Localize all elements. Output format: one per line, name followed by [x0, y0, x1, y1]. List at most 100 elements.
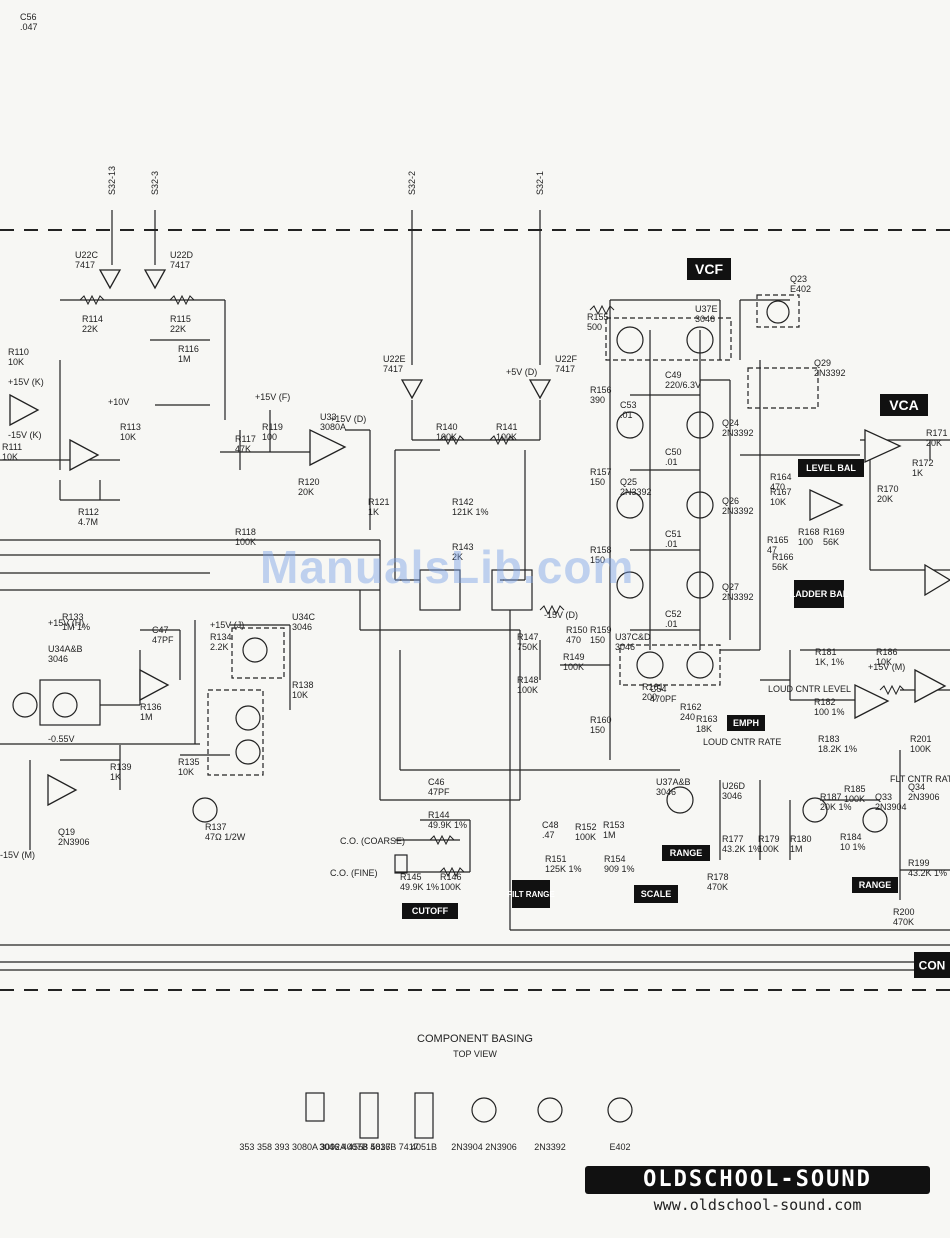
component-ref: R154: [604, 854, 626, 864]
component-value: 2N3392: [722, 592, 754, 602]
component-ref: R143: [452, 542, 474, 552]
component-ref: U37E: [695, 304, 718, 314]
component-ref: R114: [82, 314, 103, 324]
basing-title: COMPONENT BASING: [417, 1033, 533, 1045]
component-value: 1K: [368, 507, 379, 517]
component-ref: R138: [292, 680, 314, 690]
component-value: .01: [620, 410, 633, 420]
supply-rail-label: +5V (D): [506, 367, 537, 377]
svg-text:EMPH: EMPH: [733, 718, 759, 728]
component-ref: C49: [665, 370, 682, 380]
component-value: 150: [590, 635, 605, 645]
component-value: 3046: [48, 654, 68, 664]
component-ref: R199: [908, 858, 930, 868]
component-ref: R178: [707, 872, 729, 882]
supply-rail-label: +10V: [108, 397, 129, 407]
component-value: 100: [262, 432, 277, 442]
component-value: 2N3392: [814, 368, 846, 378]
component-value: 100K: [436, 432, 457, 442]
component-value: 3046: [292, 622, 312, 632]
component-ref: R170: [877, 484, 899, 494]
component-value: 10K: [8, 357, 24, 367]
component-value: .01: [665, 457, 678, 467]
fine-cutoff-label: C.O. (FINE): [330, 868, 378, 878]
component-ref: C53: [620, 400, 637, 410]
component-value: 49.9K 1%: [428, 820, 467, 830]
component-value: 10K: [292, 690, 308, 700]
component-value: 100K: [758, 844, 779, 854]
component-value: 150: [590, 555, 605, 565]
vca-tag: VCA: [880, 394, 928, 416]
emph-tag: EMPH: [727, 715, 765, 731]
component-ref: C48: [542, 820, 559, 830]
component-ref: Q25: [620, 477, 637, 487]
component-value: 47PF: [152, 635, 174, 645]
component-ref: R185: [844, 784, 866, 794]
component-ref: R117: [235, 434, 256, 444]
range-tag-right: RANGE: [852, 877, 898, 893]
component-ref: C50: [665, 447, 682, 457]
component-value: 20K: [926, 438, 942, 448]
component-ref: R169: [823, 527, 845, 537]
component-value: 1K: [912, 468, 923, 478]
component-value: 56K: [823, 537, 839, 547]
component-value: 3046: [722, 791, 742, 801]
supply-rail-label: -15V (M): [0, 850, 35, 860]
supply-rail-label: +15V (H): [48, 618, 84, 628]
component-ref: R158: [590, 545, 612, 555]
component-value: 43.2K 1%: [722, 844, 761, 854]
component-ref: Q23: [790, 274, 807, 284]
component-value: 2K: [452, 552, 463, 562]
component-ref: R149: [563, 652, 585, 662]
component-value: 100K: [575, 832, 596, 842]
transistor-symbols: [12, 300, 888, 833]
basing-outlines: [305, 1092, 633, 1139]
component-ref: R183: [818, 734, 840, 744]
component-ref: C51: [665, 529, 682, 539]
component-ref: R111: [2, 442, 22, 452]
component-ref: R136: [140, 702, 162, 712]
component-ref: C52: [665, 609, 682, 619]
component-value: 1M: [790, 844, 803, 854]
component-value: 2N3906: [908, 792, 940, 802]
component-ref: U22F: [555, 354, 578, 364]
ladder-bal-tag: LADDER BAL: [790, 580, 849, 608]
component-ref: Q19: [58, 827, 75, 837]
component-ref: R157: [590, 467, 612, 477]
component-ref: R161: [642, 682, 664, 692]
component-ref: R171: [926, 428, 948, 438]
component-value: 100 1%: [814, 707, 845, 717]
component-value: 1M: [140, 712, 153, 722]
cutoff-tag: CUTOFF: [402, 903, 458, 919]
component-ref: R112: [78, 507, 99, 517]
component-ref: R186: [876, 647, 898, 657]
component-value: 3046: [695, 314, 715, 324]
component-value: 100K: [496, 432, 517, 442]
component-ref: U34C: [292, 612, 316, 622]
component-ref: R201: [910, 734, 932, 744]
component-value: 100K: [563, 662, 584, 672]
component-value: 22K: [170, 324, 186, 334]
component-value: .047: [20, 22, 38, 32]
component-ref: R144: [428, 810, 450, 820]
loud-cntr-level-label: LOUD CNTR LEVEL: [768, 684, 851, 694]
component-value: 100: [798, 537, 813, 547]
component-ref: R151: [545, 854, 567, 864]
component-ref: U22E: [383, 354, 406, 364]
basing-part-list: 3046 4007B 4016B 7417: [319, 1142, 419, 1152]
component-ref: C47: [152, 625, 169, 635]
supply-rail-label: -0.55V: [48, 734, 75, 744]
component-value: 56K: [772, 562, 788, 572]
component-value: 20K 1%: [820, 802, 852, 812]
flt-cntr-rate-label: FLT CNTR RATE: [890, 774, 950, 784]
component-value: 4.7M: [78, 517, 98, 527]
supply-rail-label: -15V (K): [8, 430, 42, 440]
svg-text:LADDER BAL: LADDER BAL: [790, 589, 849, 599]
component-ref: R140: [436, 422, 458, 432]
component-ref: R164: [770, 472, 792, 482]
component-ref: R159: [590, 625, 612, 635]
component-ref: Q27: [722, 582, 739, 592]
component-value: 470PF: [650, 694, 677, 704]
